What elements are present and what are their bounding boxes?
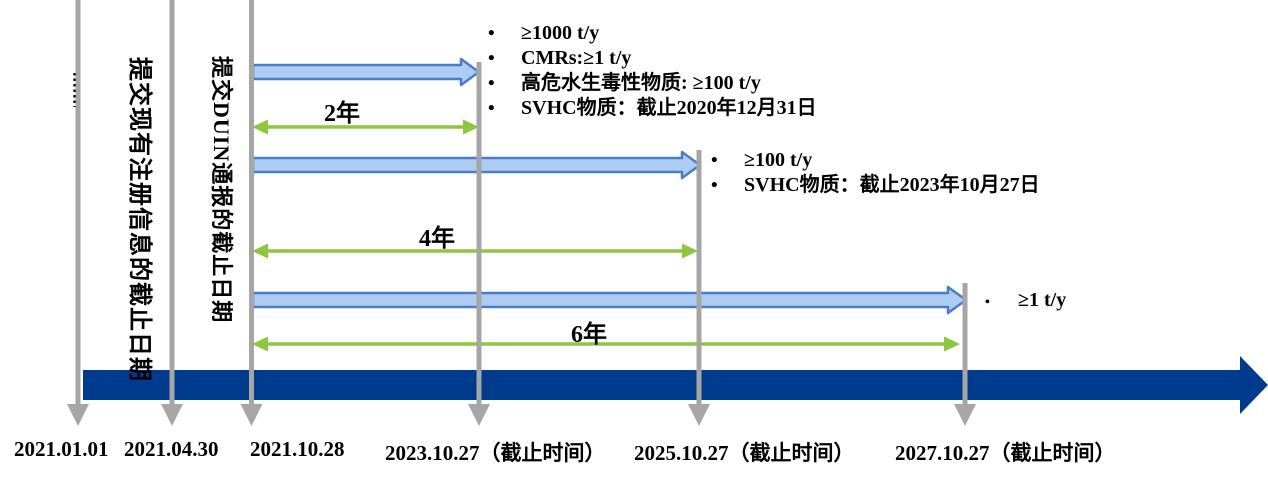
duration-arrow-2y xyxy=(252,119,479,135)
bullet-dot xyxy=(488,96,521,121)
date-marker-2027-10-27 xyxy=(954,283,976,426)
date-marker-2023-10-27 xyxy=(468,62,490,426)
period-arrow-6y xyxy=(251,285,968,315)
date-marker-2021-10-28 xyxy=(240,0,263,426)
bullet-item: ≥1 t/y xyxy=(985,288,1066,313)
date-label-2025-10-27: 2025.10.27（截止时间） xyxy=(634,441,855,465)
bullet-dot xyxy=(488,21,521,46)
bullet-dot xyxy=(488,71,521,96)
date-label-2021-01-01: 2021.01.01 xyxy=(14,437,109,461)
duration-arrow-4y xyxy=(252,243,698,259)
vertical-label-duin: 提交DUIN通报的截止日期 xyxy=(209,56,234,324)
bullet-group-2025: ≥100 t/y SVHC物质：截止2023年10月27日 xyxy=(711,148,1040,198)
bullet-text: ≥1 t/y xyxy=(1018,289,1067,311)
bullet-group-2027: ≥1 t/y xyxy=(985,288,1066,313)
bullet-dot xyxy=(488,46,521,71)
bullet-item: ≥1000 t/y xyxy=(488,21,817,46)
period-arrow-2y xyxy=(251,57,481,87)
duration-label-4y: 4年 xyxy=(419,226,455,252)
bullet-text: ≥100 t/y xyxy=(744,149,813,171)
bullet-text: SVHC物质：截止2023年10月27日 xyxy=(744,174,1040,196)
duration-label-2y: 2年 xyxy=(324,101,360,127)
bullet-text: 高危水生毒性物质: ≥100 t/y xyxy=(521,72,761,94)
bullet-text: ≥1000 t/y xyxy=(521,22,600,44)
duration-label-6y: 6年 xyxy=(571,322,607,348)
date-label-2027-10-27: 2027.10.27（截止时间） xyxy=(895,441,1116,465)
date-label-2021-10-28: 2021.10.28 xyxy=(250,437,345,461)
bullet-group-2023: ≥1000 t/y CMRs:≥1 t/y 高危水生毒性物质: ≥100 t/y… xyxy=(488,21,817,121)
duration-arrow-6y xyxy=(252,336,960,352)
bullet-dot xyxy=(711,173,744,198)
timeline-axis-arrow xyxy=(83,356,1268,414)
date-marker-2021-04-30 xyxy=(161,0,183,426)
date-marker-2021-01-01 xyxy=(67,0,89,426)
bullet-item: SVHC物质：截止2023年10月27日 xyxy=(711,173,1040,198)
bullet-item: ≥100 t/y xyxy=(711,148,1040,173)
bullet-item: 高危水生毒性物质: ≥100 t/y xyxy=(488,71,817,96)
bullet-item: CMRs:≥1 t/y xyxy=(488,46,817,71)
bullet-text: CMRs:≥1 t/y xyxy=(521,47,632,69)
bullet-item: SVHC物质：截止2020年12月31日 xyxy=(488,96,817,121)
date-marker-2025-10-27 xyxy=(688,150,710,426)
date-label-2021-04-30: 2021.04.30 xyxy=(124,437,219,461)
vertical-label-existing-registration: 提交现有注册信息的截止日期 xyxy=(126,57,152,382)
date-label-2023-10-27: 2023.10.27（截止时间） xyxy=(385,441,606,465)
bullet-dot xyxy=(711,148,744,173)
bullet-text: SVHC物质：截止2020年12月31日 xyxy=(521,97,817,119)
bullet-dot xyxy=(985,288,1018,315)
